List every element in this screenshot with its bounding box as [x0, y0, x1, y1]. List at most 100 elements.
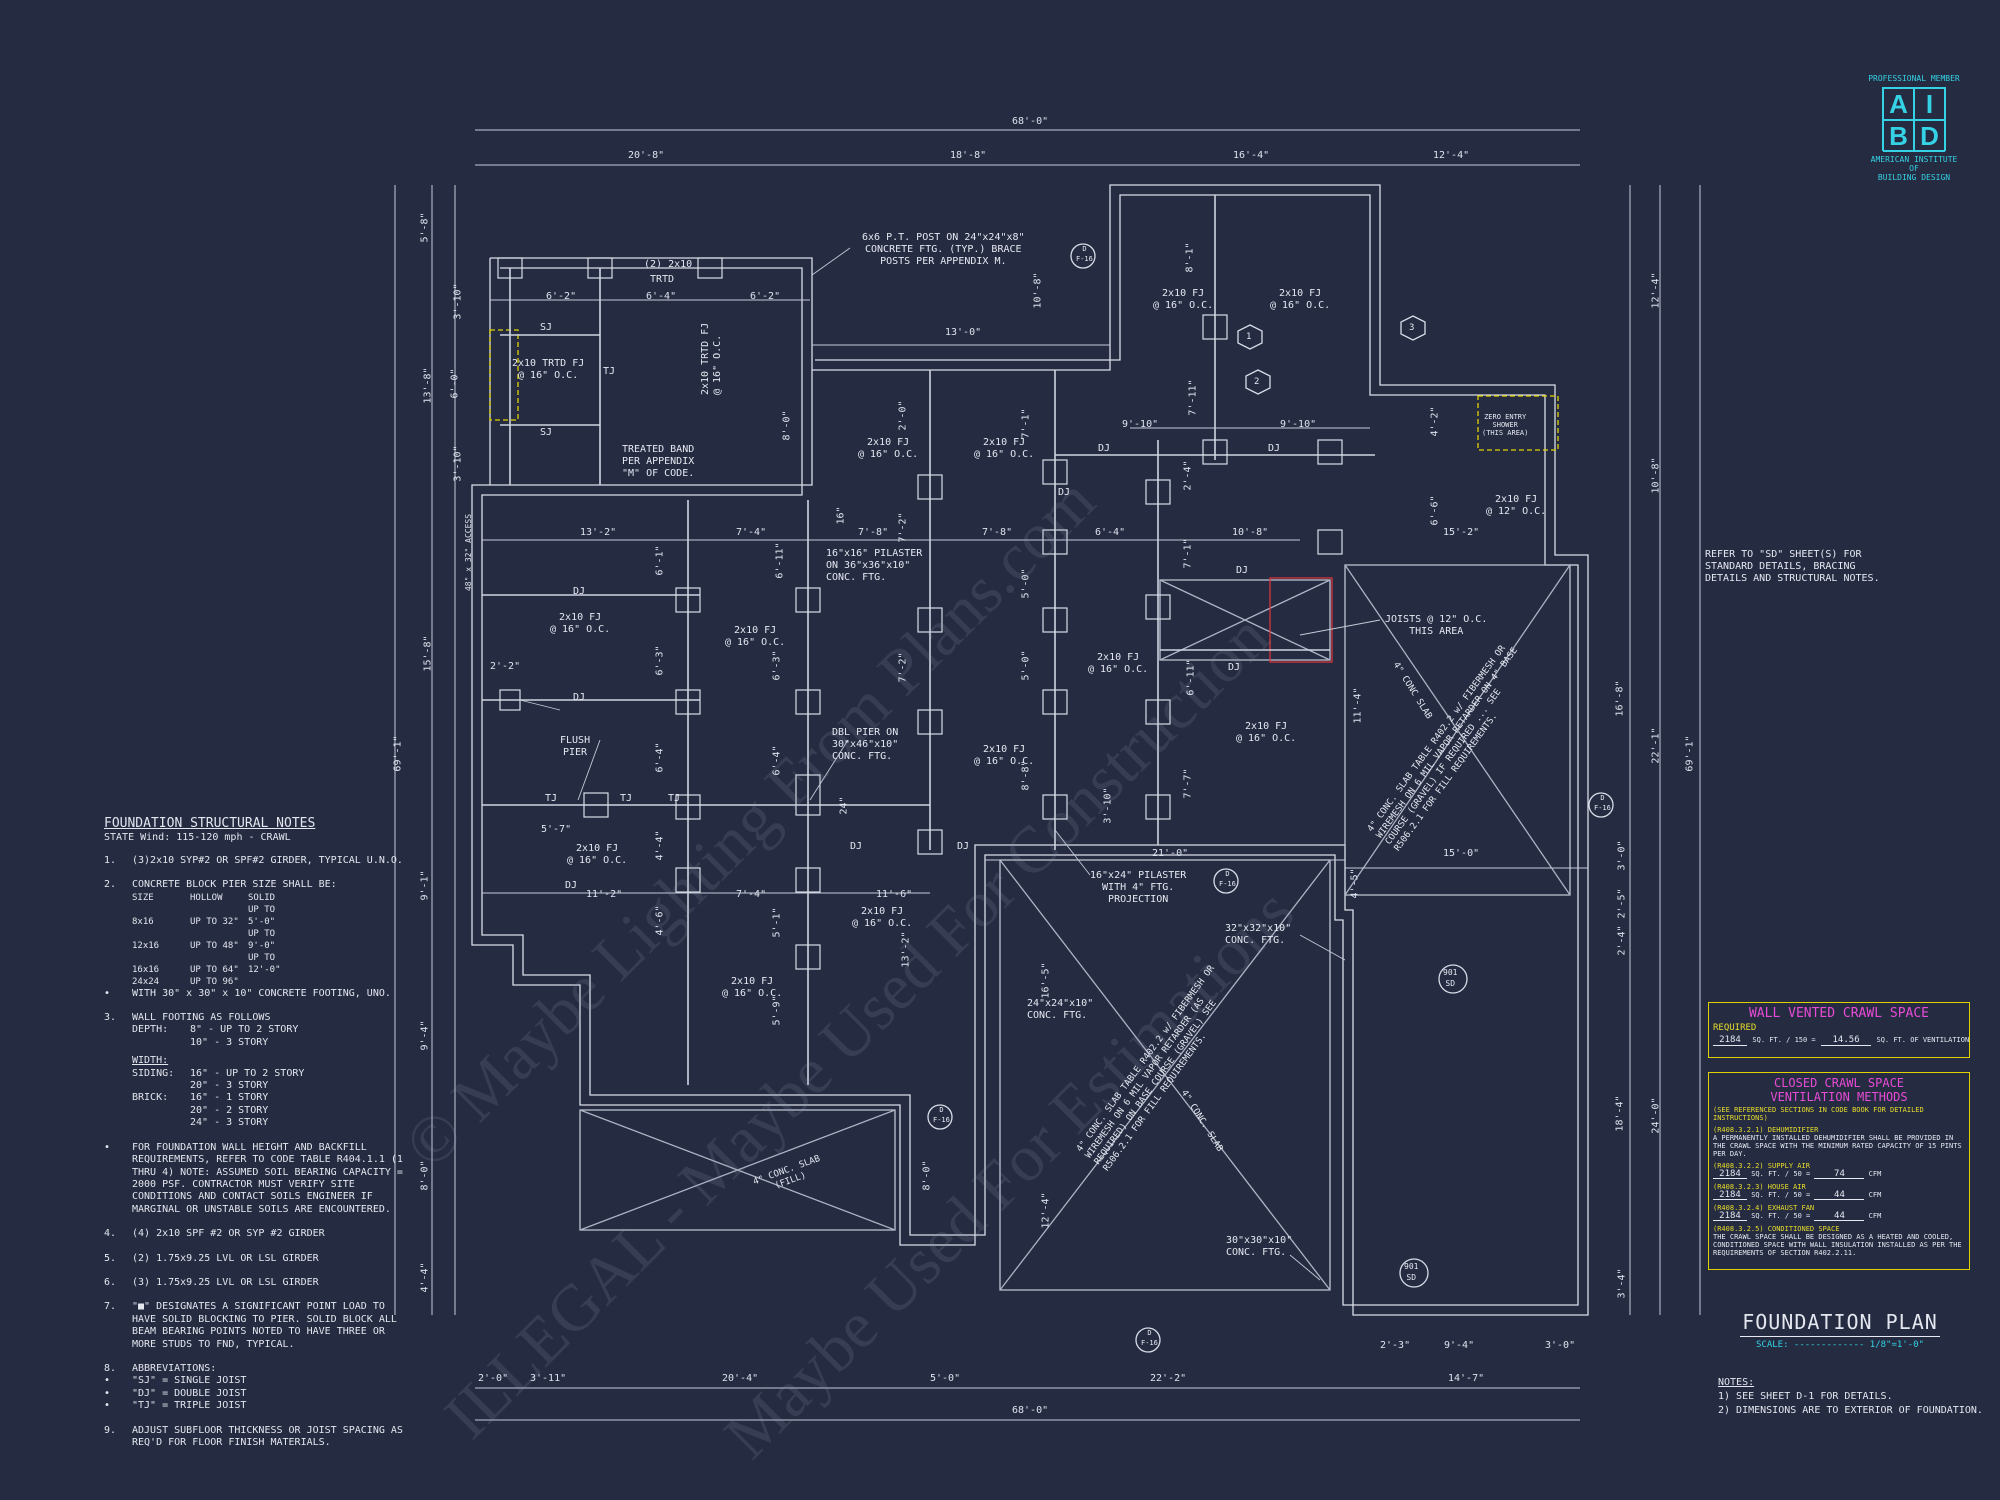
footing-key: WIDTH: [132, 1055, 169, 1067]
dim-label: 16'-5" [1040, 962, 1052, 999]
dim-label: 7'-4" [736, 889, 767, 900]
note-text: (4) 2x10 SPF #2 OR SYP #2 GIRDER [132, 1228, 325, 1240]
vented-box-required: REQUIRED [1713, 1023, 1757, 1033]
dim-bottom-segment: 3'-11" [530, 1373, 567, 1384]
pier [1042, 607, 1068, 633]
floor-joist-label: 2x10 FJ @ 16" O.C. [1153, 288, 1214, 311]
vented-value: 14.56 [1821, 1035, 1872, 1046]
section-marker-label: 901 SD [1404, 1262, 1419, 1282]
dim-label: 8'-0" [921, 1160, 933, 1191]
notes-title: FOUNDATION STRUCTURAL NOTES [104, 816, 316, 831]
girder-label: (2) 2x10 [644, 259, 693, 270]
dim-label: 6'-2" [546, 291, 577, 302]
dim-label: 6'-1" [654, 545, 666, 576]
dim-top-segment: 12'-4" [1433, 150, 1470, 161]
dim-left-segment: 3'-10" [452, 283, 464, 320]
dj-label: DJ [850, 841, 863, 852]
pier-table-header: SIZE [132, 892, 154, 903]
dim-bottom-segment: 14'-7" [1448, 1373, 1485, 1384]
pier [917, 607, 943, 633]
floor-joist-label: 2x10 FJ @ 16" O.C. [1270, 288, 1331, 311]
dim-label: 7'-1" [1182, 538, 1194, 569]
foundation-structural-notes: FOUNDATION STRUCTURAL NOTES STATE Wind: … [104, 816, 404, 1449]
floor-joist-label: 2x10 FJ @ 16" O.C. [550, 612, 611, 635]
dim-bottom-segment: 22'-2" [1150, 1373, 1187, 1384]
plan-notes-head: NOTES: [1718, 1377, 1755, 1388]
dim-label: 6'-4" [646, 291, 677, 302]
dim-label: 13'-0" [945, 327, 982, 338]
zero-entry-shower-note: ZERO ENTRY SHOWER (THIS AREA) [1482, 413, 1529, 437]
dim-label: 7'-1" [1020, 408, 1032, 439]
dim-label: 13'-2" [900, 931, 912, 968]
pier [795, 587, 821, 613]
note-text: WALL FOOTING AS FOLLOWS [132, 1012, 271, 1024]
leader-line [1054, 829, 1091, 876]
floor-joist-label: 2x10 FJ @ 12" O.C. [1486, 494, 1547, 517]
pier [1042, 689, 1068, 715]
floor-joist-label: 2x10 FJ @ 16" O.C. [974, 744, 1035, 767]
access-label: 48" x 32" ACCESS [464, 513, 474, 592]
dj-label: DJ [1236, 565, 1249, 576]
callout-number: 1 [1246, 332, 1252, 342]
section-marker [927, 1104, 953, 1130]
flush-pier-note: FLUSH PIER [560, 735, 591, 758]
dim-left-total: 69'-1" [392, 735, 404, 772]
dim-right-segment: 22'-1" [1650, 727, 1662, 764]
dim-bottom-segment: 2'-0" [478, 1373, 509, 1384]
section-marker [1213, 868, 1239, 894]
floor-joist-label: 2x10 FJ @ 16" O.C. [1088, 652, 1149, 675]
logo-org-line: OF [1909, 164, 1919, 173]
dim-right-segment: 16'-8" [1614, 680, 1626, 717]
dim-right-segment: 18'-4" [1614, 1095, 1626, 1132]
sj-label: SJ [540, 427, 553, 438]
dim-top-segment: 16'-4" [1233, 150, 1270, 161]
leader-line [577, 739, 601, 801]
logo-letter: D [1914, 120, 1945, 152]
plan-note: 2) DIMENSIONS ARE TO EXTERIOR OF FOUNDAT… [1718, 1405, 1983, 1416]
pier [1202, 314, 1228, 340]
dim-bottom-total: 68'-0" [1012, 1405, 1049, 1416]
dim-label: 15'-2" [1443, 527, 1480, 538]
closed-box-title: CLOSED CRAWL SPACE VENTILATION METHODS [1770, 1076, 1908, 1104]
callout-hex [1400, 315, 1426, 341]
dim-label: 9'-10" [1280, 419, 1317, 430]
dim-label: 24" [838, 796, 850, 815]
tj-label: TJ [668, 793, 681, 804]
note-number: 1. [104, 854, 117, 866]
plan-scale: SCALE: ------------- 1/8"=1'-0" [1756, 1340, 1924, 1350]
dim-label: 6'-11" [774, 542, 786, 579]
pier [1042, 794, 1068, 820]
refer-note: REFER TO "SD" SHEET(S) FOR STANDARD DETA… [1705, 549, 1880, 584]
dim-label: 6'-4" [771, 745, 783, 776]
logo-letter: A [1883, 88, 1914, 120]
leader-line [1299, 934, 1346, 961]
footing-note: 24"x24"x10" CONC. FTG. [1027, 998, 1094, 1021]
pier [675, 689, 701, 715]
pier [1145, 794, 1171, 820]
dim-label: 6'-2" [750, 291, 781, 302]
footing-note: 30"x30"x10" CONC. FTG. [1226, 1235, 1293, 1258]
dim-label: 12'-4" [1040, 1192, 1052, 1229]
pier-table-cell: UP TO 32" [190, 916, 239, 927]
dim-left-segment: 8'-0" [419, 1160, 431, 1191]
dim-label: 4'-2" [1429, 406, 1441, 437]
plan-note: 1) SEE SHEET D-1 FOR DETAILS. [1718, 1391, 1893, 1402]
bullet: • [104, 987, 111, 999]
note-text: (2) 1.75x9.25 LVL OR LSL GIRDER [132, 1252, 319, 1264]
closed-box-unit: CFM [1868, 1191, 1882, 1199]
pier-table-header: HOLLOW [190, 892, 223, 903]
dim-label: 5'-0" [1020, 650, 1032, 681]
logo-letter: I [1914, 88, 1945, 120]
section-marker-label: D F-16 [1594, 794, 1611, 812]
pier-table-cell: 8x16 [132, 916, 154, 927]
callout-number: 2 [1254, 377, 1260, 387]
dj-label: DJ [957, 841, 970, 852]
closed-box-section-title: (R408.3.2.3) HOUSE AIR [1713, 1183, 1806, 1191]
closed-box-section-title: (R408.3.2.5) CONDITIONED SPACE [1713, 1225, 1840, 1233]
porch-yellow-area [489, 329, 519, 421]
closed-box-area: 2184 [1713, 1191, 1747, 1200]
dim-label: 10'-8" [1232, 527, 1269, 538]
floor-joist-label: 2x10 FJ @ 16" O.C. [858, 437, 919, 460]
logo-org-line: AMERICAN INSTITUTE [1870, 155, 1958, 164]
